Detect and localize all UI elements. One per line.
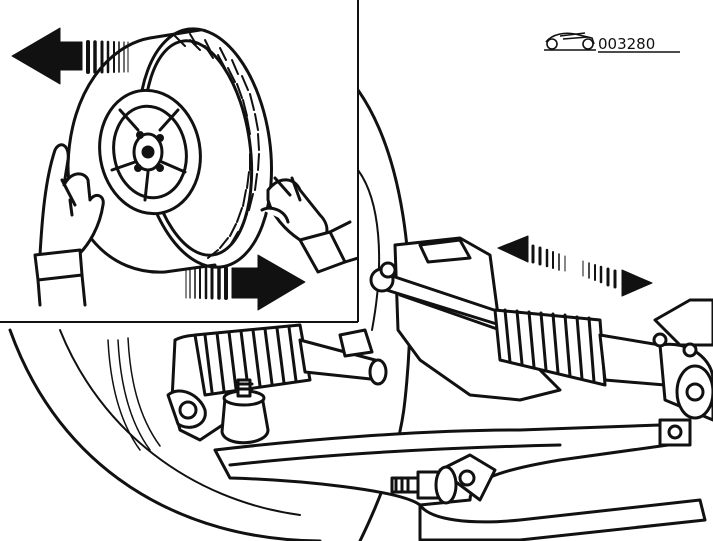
left-rack-boot xyxy=(193,323,388,397)
brake-disc xyxy=(8,88,412,541)
arrow-left-icon xyxy=(11,27,129,85)
wheel-rim xyxy=(98,88,202,216)
arrow-right-icon xyxy=(185,254,306,311)
reference-code: 003280 xyxy=(598,35,655,53)
car-mark-icon xyxy=(544,32,596,51)
reference-mark: 003280 xyxy=(544,32,680,53)
right-hand xyxy=(260,176,358,274)
lower-control-arm xyxy=(213,423,707,541)
double-arrow-icon xyxy=(497,235,653,297)
right-rack-boot xyxy=(493,308,713,422)
left-hand xyxy=(33,143,105,307)
ball-joint xyxy=(220,378,270,445)
mounting-bracket xyxy=(652,298,713,447)
main-scene xyxy=(8,88,713,541)
arm-bolt xyxy=(390,465,458,505)
inset-panel xyxy=(0,0,359,323)
